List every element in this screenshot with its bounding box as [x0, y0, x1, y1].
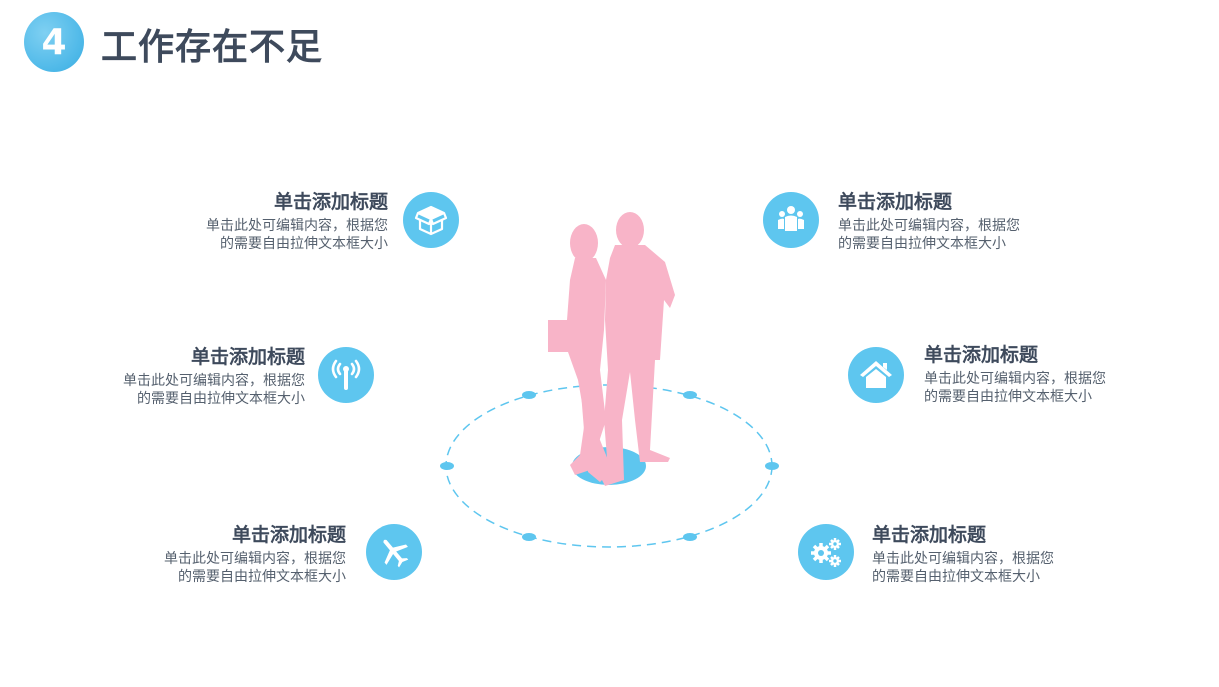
signal-icon-circle	[318, 347, 374, 403]
item-title[interactable]: 单击添加标题	[231, 524, 346, 546]
airplane-icon-circle	[366, 524, 422, 580]
point-item-middle-right[interactable]: 单击添加标题 单击此处可编辑内容，根据您 的需要自由拉伸文本框大小	[924, 343, 1106, 406]
item-description-line2[interactable]: 的需要自由拉伸文本框大小	[137, 391, 305, 407]
box-icon	[414, 205, 448, 236]
item-description-line2[interactable]: 的需要自由拉伸文本框大小	[872, 569, 1040, 585]
dashed-orbit	[445, 384, 773, 548]
item-title[interactable]: 单击添加标题	[190, 346, 305, 368]
orbit-dots	[440, 391, 779, 541]
item-description-line2[interactable]: 的需要自由拉伸文本框大小	[178, 569, 346, 585]
home-icon-circle	[848, 347, 904, 403]
signal-icon	[331, 359, 361, 390]
section-number-badge: 4	[24, 12, 84, 72]
business-people-silhouette	[548, 212, 675, 486]
point-item-middle-left[interactable]: 单击添加标题 单击此处可编辑内容，根据您 的需要自由拉伸文本框大小	[123, 345, 305, 408]
floor-spot	[572, 447, 646, 485]
point-item-bottom-right[interactable]: 单击添加标题 单击此处可编辑内容，根据您 的需要自由拉伸文本框大小	[872, 523, 1054, 586]
section-number: 4	[41, 21, 67, 63]
team-icon-circle	[763, 192, 819, 248]
gears-icon	[811, 538, 841, 567]
item-description-line1[interactable]: 单击此处可编辑内容，根据您	[872, 551, 1054, 567]
item-description-line2[interactable]: 的需要自由拉伸文本框大小	[924, 389, 1092, 405]
point-item-bottom-left[interactable]: 单击添加标题 单击此处可编辑内容，根据您 的需要自由拉伸文本框大小	[164, 523, 346, 586]
item-title[interactable]: 单击添加标题	[838, 191, 953, 213]
box-icon-circle	[403, 192, 459, 248]
airplane-icon	[383, 539, 409, 568]
gears-icon-circle	[798, 524, 854, 580]
item-description-line1[interactable]: 单击此处可编辑内容，根据您	[206, 218, 388, 234]
item-title[interactable]: 单击添加标题	[273, 191, 388, 213]
item-description-line1[interactable]: 单击此处可编辑内容，根据您	[123, 373, 305, 389]
point-item-top-left[interactable]: 单击添加标题 单击此处可编辑内容，根据您 的需要自由拉伸文本框大小	[206, 190, 388, 253]
item-description-line2[interactable]: 的需要自由拉伸文本框大小	[838, 236, 1006, 252]
item-description-line1[interactable]: 单击此处可编辑内容，根据您	[838, 218, 1020, 234]
item-description-line1[interactable]: 单击此处可编辑内容，根据您	[164, 551, 346, 567]
item-description-line1[interactable]: 单击此处可编辑内容，根据您	[924, 371, 1106, 387]
home-icon	[860, 361, 892, 388]
item-title[interactable]: 单击添加标题	[924, 344, 1039, 366]
page-title: 工作存在不足	[101, 27, 324, 68]
point-item-top-right[interactable]: 单击添加标题 单击此处可编辑内容，根据您 的需要自由拉伸文本框大小	[838, 190, 1020, 253]
team-icon	[778, 206, 804, 231]
item-title[interactable]: 单击添加标题	[872, 524, 987, 546]
item-description-line2[interactable]: 的需要自由拉伸文本框大小	[220, 236, 388, 252]
